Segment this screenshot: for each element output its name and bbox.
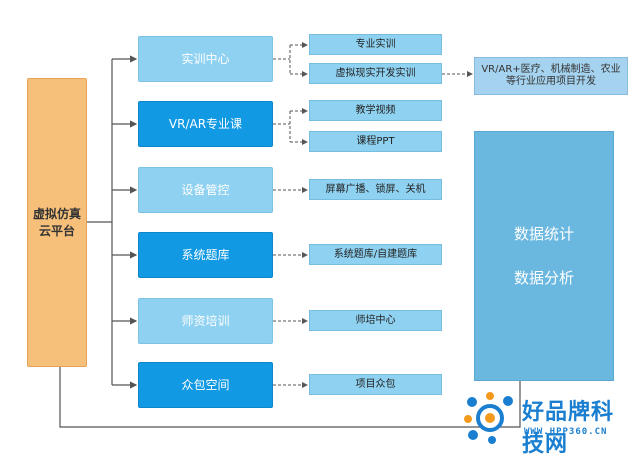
leaf-teaching-video: 教学视频 [309,100,442,121]
category-training-center: 实训中心 [138,36,273,82]
category-label: 实训中心 [181,51,230,66]
industry-application-label: VR/AR+医疗、机械制造、农业等行业应用项目开发 [481,63,621,88]
category-label: 系统题库 [181,247,230,262]
panel-statistics-label: 数据统计 [513,224,574,243]
category-crowdsource-space: 众包空间 [138,362,273,408]
category-teacher-training: 师资培训 [138,298,273,344]
leaf-label: 课程PPT [356,135,395,147]
sun-logo-icon [464,392,513,444]
leaf-project-crowdsource: 项目众包 [309,374,442,395]
category-label: 众包空间 [181,377,230,392]
leaf-professional-training: 专业实训 [309,34,442,55]
data-analytics-panel: 数据统计 数据分析 [474,131,614,381]
category-vr-ar-course: VR/AR专业课 [138,101,273,147]
industry-application-node: VR/AR+医疗、机械制造、农业等行业应用项目开发 [474,57,628,95]
leaf-course-ppt: 课程PPT [309,131,442,152]
category-device-control: 设备管控 [138,167,273,213]
leaf-label: 专业实训 [355,38,396,50]
watermark-url: WWW.HPP360.CN [524,427,608,437]
leaf-label: 虚拟现实开发实训 [335,67,416,79]
leaf-label: 项目众包 [355,378,396,390]
leaf-vr-dev-training: 虚拟现实开发实训 [309,63,442,84]
leaf-label: 教学视频 [355,104,396,116]
leaf-label: 屏幕广播、锁屏、关机 [325,183,426,195]
category-label: 设备管控 [181,182,230,197]
watermark-title: 好品牌科技网 [522,400,615,457]
leaf-question-bank: 系统题库/自建题库 [309,244,442,265]
category-label: VR/AR专业课 [168,116,243,131]
leaf-label: 师培中心 [355,314,396,326]
watermark-logo: 好品牌科技网 WWW.HPP360.CN [460,388,635,457]
category-label: 师资培训 [181,313,230,328]
root-label: 虚拟仿真云平台 [32,207,81,238]
leaf-label: 系统题库/自建题库 [333,248,418,260]
category-question-bank: 系统题库 [138,232,273,278]
panel-analysis-label: 数据分析 [513,269,574,287]
root-node: 虚拟仿真云平台 [27,78,87,367]
bottom-return-line [59,367,521,428]
leaf-teacher-center: 师培中心 [309,310,442,331]
leaf-screen-broadcast: 屏幕广播、锁屏、关机 [309,179,442,200]
